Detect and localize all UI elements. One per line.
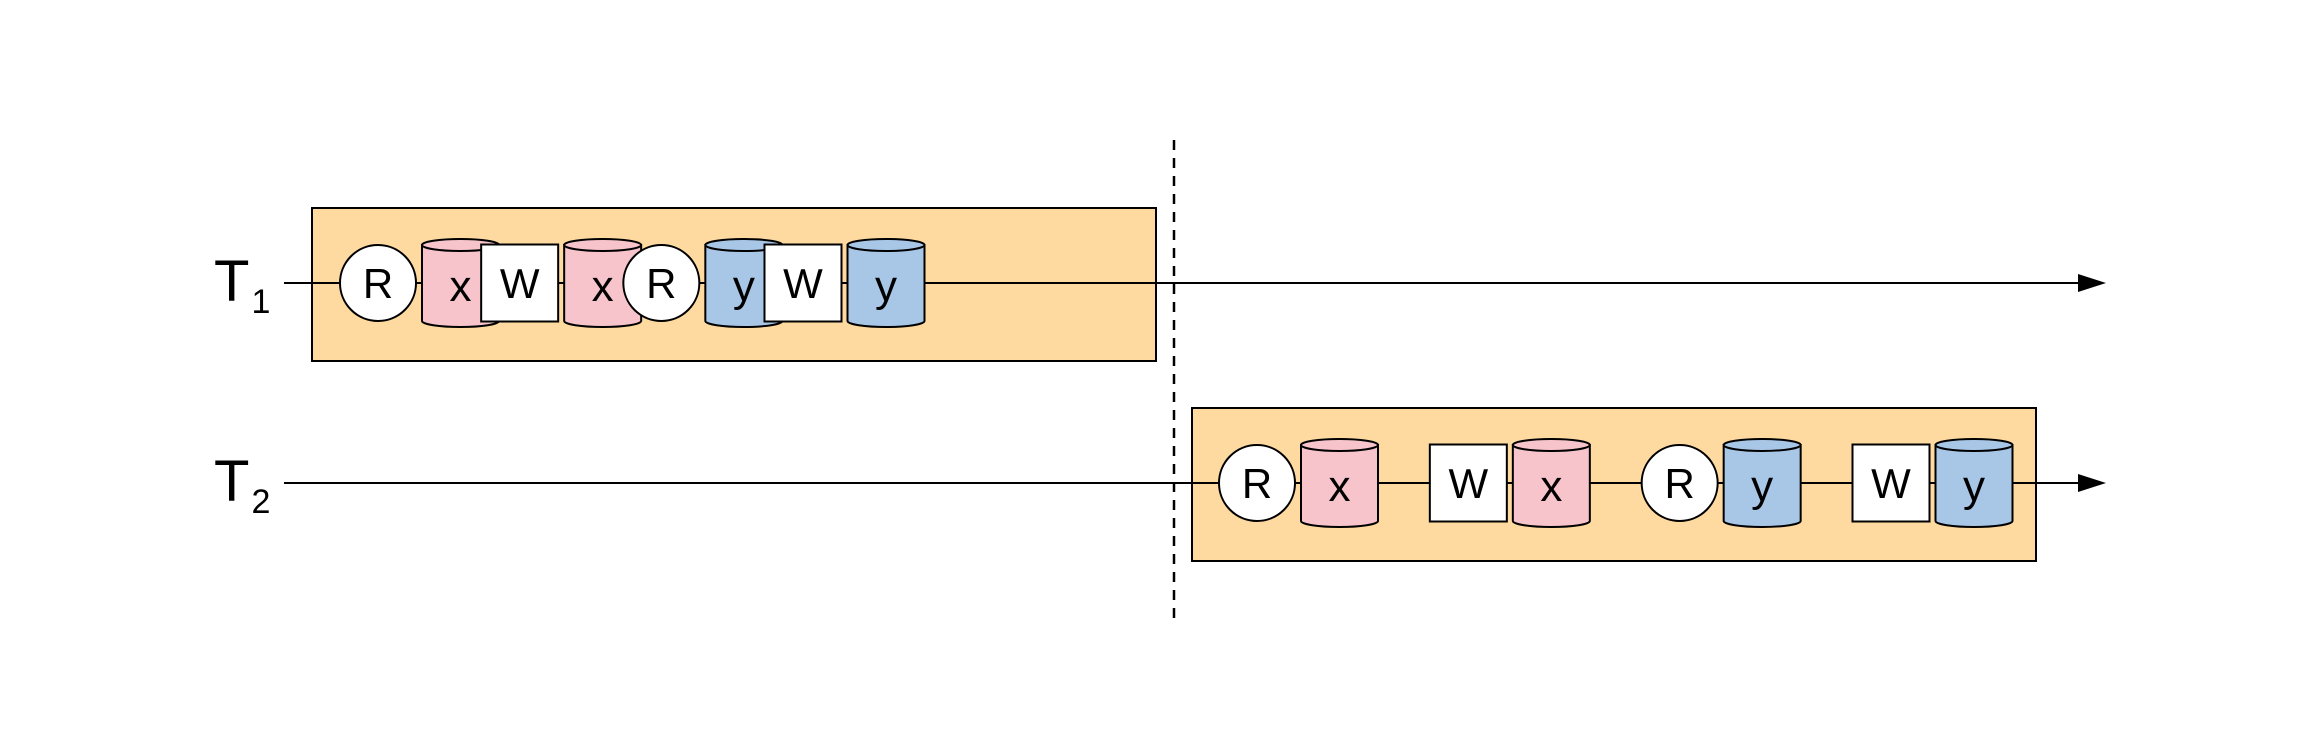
timeline-label-main-1: T xyxy=(214,249,249,314)
t2-item-1-cylinder-top xyxy=(1300,438,1379,452)
timeline-label-subscript-2: 2 xyxy=(251,483,270,521)
t2-item-4-cylinder-top xyxy=(1934,438,2014,452)
t1-op-2-label: W xyxy=(500,260,540,307)
timeline-arrow-head-2 xyxy=(2078,474,2106,492)
t1-item-2-cylinder-body xyxy=(563,244,643,328)
timeline-label-2: T2 xyxy=(214,449,270,521)
t2-op-4-label: W xyxy=(1871,460,1911,507)
t2-op-3-circle xyxy=(1640,444,1719,522)
t1-item-2-label: x xyxy=(592,262,614,311)
t1-op-2-square xyxy=(480,243,560,323)
t2-item-3-cylinder-top xyxy=(1722,438,1802,452)
t1-item-2-cylinder-top xyxy=(563,238,643,252)
t1-item-4-label: y xyxy=(875,262,897,311)
t2-item-1-label: x xyxy=(1329,462,1351,511)
t1-op-1-circle xyxy=(339,244,417,322)
t2-item-3-label: y xyxy=(1751,462,1773,511)
timeline-label-1: T1 xyxy=(214,249,270,321)
t1-item-3-label: y xyxy=(733,262,755,311)
timeline-label-main-2: T xyxy=(214,449,249,514)
t1-op-4-square xyxy=(763,243,843,323)
t2-op-1-circle xyxy=(1218,444,1296,522)
t2-item-2-label: x xyxy=(1540,462,1562,511)
t2-op-3-label: R xyxy=(1664,460,1694,507)
t2-item-1-cylinder-body xyxy=(1300,444,1379,528)
timeline-label-subscript-1: 1 xyxy=(251,283,270,321)
t2-item-4-label: y xyxy=(1963,462,1985,511)
t1-op-4-label: W xyxy=(783,260,823,307)
t1-op-3-circle xyxy=(622,244,701,322)
transaction-boxes-layer xyxy=(311,207,2037,562)
t2-op-2-label: W xyxy=(1449,460,1489,507)
t1-op-3-label: R xyxy=(646,260,676,307)
t2-item-2-cylinder-top xyxy=(1511,438,1591,452)
timeline-arrow-head-1 xyxy=(2078,274,2106,292)
t1-item-4-cylinder-body xyxy=(846,244,926,328)
t1-item-1-label: x xyxy=(450,262,472,311)
t2-item-4-cylinder-body xyxy=(1934,444,2014,528)
t2-item-3-cylinder-body xyxy=(1722,444,1802,528)
t1-op-1-label: R xyxy=(363,260,393,307)
t2-item-2-cylinder-body xyxy=(1511,444,1591,528)
t2-op-2-square xyxy=(1428,443,1508,523)
t1-item-4-cylinder-top xyxy=(846,238,926,252)
t2-op-4-square xyxy=(1851,443,1931,523)
t2-op-1-label: R xyxy=(1242,460,1272,507)
